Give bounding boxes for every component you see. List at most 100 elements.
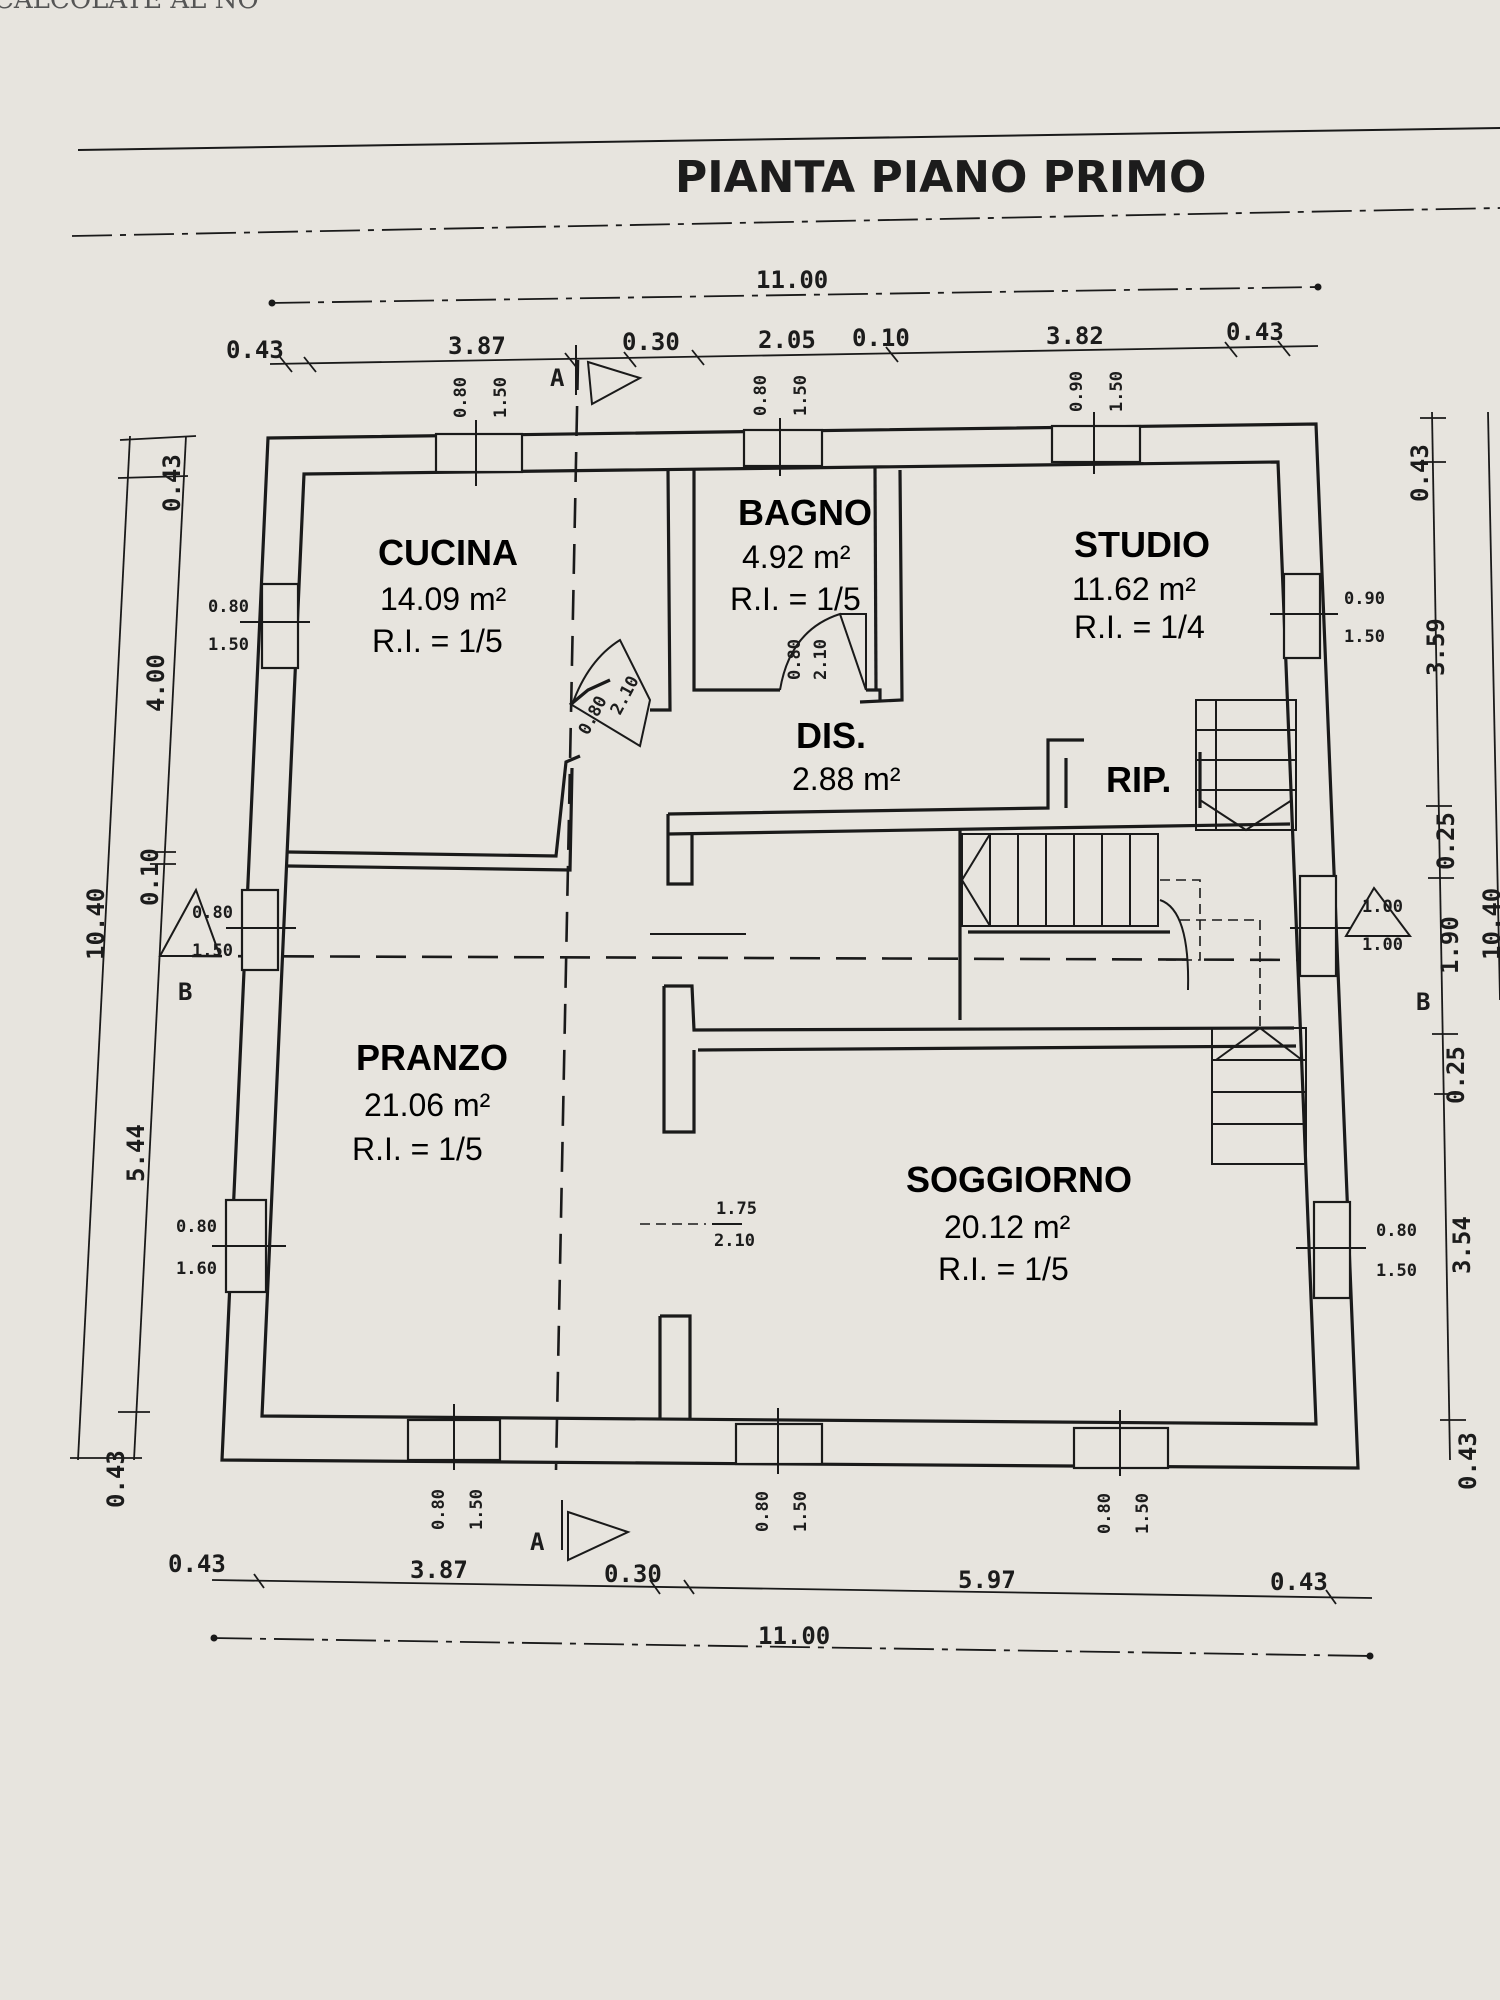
top-win-2-height: 1.50 <box>791 375 811 416</box>
left-win-1-height: 1.50 <box>208 635 249 655</box>
left-dim-3: 0.10 <box>136 848 164 906</box>
right-dim-1: 0.43 <box>1406 444 1434 502</box>
section-lines <box>158 345 1412 1562</box>
bottom-win-3-width: 0.80 <box>1095 1493 1115 1534</box>
room-ri: R.I. = 1/4 <box>1074 609 1205 645</box>
right-win-1-height: 1.50 <box>1344 627 1385 647</box>
door-cucina-height: 2.10 <box>607 673 644 719</box>
top-dim-4: 2.05 <box>758 326 816 354</box>
room-name: PRANZO <box>356 1037 508 1078</box>
left-dim-2: 4.00 <box>142 654 170 712</box>
room-cucina: CUCINA 14.09 m² R.I. = 1/5 <box>372 532 518 659</box>
bottom-dim-3: 0.30 <box>604 1560 662 1588</box>
room-area: 11.62 m² <box>1072 571 1196 607</box>
bottom-win-3-height: 1.50 <box>1133 1493 1153 1534</box>
door-bagno-width: 0.80 <box>785 639 805 680</box>
room-dis: DIS. 2.88 m² <box>792 715 901 797</box>
right-dim-6: 3.54 <box>1448 1216 1476 1274</box>
right-dim-3: 0.25 <box>1432 812 1460 870</box>
door-living-height: 2.10 <box>714 1231 755 1251</box>
right-dim-4: 1.90 <box>1436 916 1464 974</box>
stairs <box>960 699 1307 1165</box>
top-win-1-height: 1.50 <box>491 377 511 418</box>
top-win-3-width: 0.90 <box>1067 371 1087 412</box>
room-area: 20.12 m² <box>944 1209 1071 1245</box>
plan-title: PIANTA PIANO PRIMO <box>675 152 1206 203</box>
left-win-2-width: 0.80 <box>192 903 233 923</box>
room-soggiorno: SOGGIORNO 20.12 m² R.I. = 1/5 <box>906 1159 1132 1287</box>
left-dim-4: 5.44 <box>122 1124 150 1182</box>
top-dim-3: 0.30 <box>622 328 680 356</box>
door-swings <box>570 612 867 748</box>
top-dim-7: 0.43 <box>1226 318 1284 346</box>
top-dim-5: 0.10 <box>852 324 910 352</box>
room-area: 2.88 m² <box>792 761 901 797</box>
room-ri: R.I. = 1/5 <box>938 1251 1069 1287</box>
room-name: CUCINA <box>378 532 518 573</box>
left-dimension-lines <box>70 435 197 1461</box>
bottom-dim-1: 0.43 <box>168 1550 226 1578</box>
room-ri: R.I. = 1/5 <box>352 1131 483 1167</box>
left-win-3-height: 1.60 <box>176 1259 217 1279</box>
exterior-walls <box>220 422 1360 1470</box>
room-name: STUDIO <box>1074 524 1210 565</box>
top-win-3-height: 1.50 <box>1107 371 1127 412</box>
left-total-dimension: 10.40 <box>82 888 110 960</box>
top-total-dimension: 11.00 <box>756 266 828 294</box>
left-dim-5: 0.43 <box>102 1450 130 1508</box>
right-dimension-lines <box>1420 411 1500 1461</box>
left-win-1-width: 0.80 <box>208 597 249 617</box>
room-area: 4.92 m² <box>742 539 851 575</box>
room-name: RIP. <box>1106 759 1171 800</box>
left-win-2-height: 1.50 <box>192 941 233 961</box>
top-dim-2: 3.87 <box>448 332 506 360</box>
right-win-1-width: 0.90 <box>1344 589 1385 609</box>
door-living-width: 1.75 <box>716 1199 757 1219</box>
section-b-right: B <box>1416 988 1430 1016</box>
section-b-left: B <box>178 978 192 1006</box>
bottom-win-2-width: 0.80 <box>753 1491 773 1532</box>
top-dim-1: 0.43 <box>226 336 284 364</box>
top-win-2-width: 0.80 <box>751 375 771 416</box>
section-a-top: A <box>550 364 565 392</box>
room-ri: R.I. = 1/5 <box>372 623 503 659</box>
right-dim-5: 0.25 <box>1442 1046 1470 1104</box>
room-area: 14.09 m² <box>380 581 507 617</box>
bottom-win-2-height: 1.50 <box>791 1491 811 1532</box>
door-bagno-height: 2.10 <box>811 639 831 680</box>
room-pranzo: PRANZO 21.06 m² R.I. = 1/5 <box>352 1037 508 1167</box>
room-area: 21.06 m² <box>364 1087 491 1123</box>
room-bagno: BAGNO 4.92 m² R.I. = 1/5 <box>730 492 872 617</box>
room-name: SOGGIORNO <box>906 1159 1132 1200</box>
top-dim-6: 3.82 <box>1046 322 1104 350</box>
handwritten-note: CALCOLATE AL NO <box>0 0 259 15</box>
room-rip: RIP. <box>1106 759 1171 800</box>
right-dim-7: 0.43 <box>1454 1432 1482 1490</box>
room-studio: STUDIO 11.62 m² R.I. = 1/4 <box>1072 524 1210 645</box>
right-win-3-width: 0.80 <box>1376 1221 1417 1241</box>
bottom-dim-5: 0.43 <box>1270 1568 1328 1596</box>
bottom-win-1-width: 0.80 <box>429 1489 449 1530</box>
interior-walls <box>287 467 1297 1418</box>
right-dim-2: 3.59 <box>1422 618 1450 676</box>
bottom-total-dimension: 11.00 <box>758 1622 830 1650</box>
title-rule-top <box>77 127 1500 151</box>
room-ri: R.I. = 1/5 <box>730 581 861 617</box>
right-win-2-width: 1.00 <box>1362 897 1403 917</box>
bottom-dim-4: 5.97 <box>958 1566 1016 1594</box>
top-win-1-width: 0.80 <box>451 377 471 418</box>
right-total-dimension: 10.40 <box>1478 888 1500 960</box>
section-a-bottom: A <box>530 1528 545 1556</box>
bottom-dim-2: 3.87 <box>410 1556 468 1584</box>
top-dimension-lines <box>268 283 1322 373</box>
windows <box>212 412 1366 1476</box>
room-name: DIS. <box>796 715 866 756</box>
door-cucina-width: 0.80 <box>575 693 612 739</box>
left-win-3-width: 0.80 <box>176 1217 217 1237</box>
right-win-3-height: 1.50 <box>1376 1261 1417 1281</box>
title-rule-bottom <box>71 207 1500 237</box>
bottom-win-1-height: 1.50 <box>467 1489 487 1530</box>
bottom-dimension-lines <box>210 1573 1374 1660</box>
left-dim-1: 0.43 <box>158 454 186 512</box>
